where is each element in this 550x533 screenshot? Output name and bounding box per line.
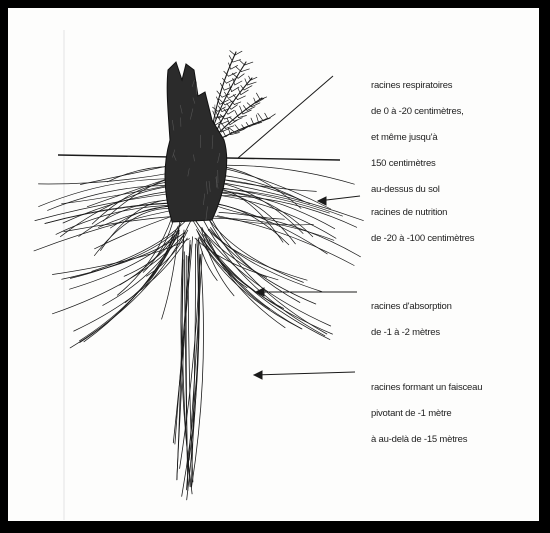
frond-leaflet [268,114,275,119]
absorption-root [208,218,327,334]
nutrition-root [48,185,181,210]
frond-leaflet [238,96,246,100]
frond-leaflet [221,121,228,124]
label-absorption-line-1: racines d'absorption [371,300,452,313]
absorption-root [194,222,330,340]
pointer-lines [238,76,360,379]
nutrition-root [207,214,314,225]
frond-leaflet [259,119,267,123]
label-nutrition-roots: racines de nutrition de -20 à -100 centi… [371,193,474,258]
frond-leaflet [256,93,260,100]
frond-leaflet [233,60,241,63]
frond-leaflet [230,129,235,133]
nutrition-root [210,194,336,238]
frond-leaflet [232,87,239,92]
label-respiratory-line-4: 150 centimètres [371,157,464,170]
frond-leaflet [222,78,226,83]
absorption-root [80,231,179,341]
absorption-root [52,239,189,275]
nutrition-root [80,165,172,185]
frond-leaflet [249,76,251,80]
label-respiratory-roots: racines respiratoires de 0 à -20 centimè… [371,66,464,209]
absorption-root [204,234,301,328]
label-taproot-roots: racines formant un faisceau pivotant de … [371,368,482,459]
foliage-group [210,51,275,140]
pointer-respiratory [238,76,333,158]
frond-leaflet [239,116,247,118]
nutrition-root [214,165,301,208]
frond-leaflet [236,67,242,72]
arrowhead-taproot [254,371,262,379]
label-taproot-line-2: pivotant de -1 mètre [371,407,482,420]
nutrition-root [214,165,355,184]
trunk-stump [165,62,227,222]
frond-leaflet [265,113,268,119]
frond-leaflet [228,110,234,114]
pointer-taproot [254,372,355,375]
label-nutrition-line-1: racines de nutrition [371,206,474,219]
frond-leaflet [258,113,263,121]
frond-leaflet [241,69,249,72]
frond-leaflet [240,60,245,65]
frond-leaflet [230,51,235,56]
absorption-root [70,232,176,279]
absorption-root [195,238,278,280]
nutrition-root [87,176,175,207]
absorption-root [125,229,179,302]
label-absorption-line-2: de -1 à -2 mètres [371,326,452,339]
absorption-root [201,236,333,334]
label-taproot-line-1: racines formant un faisceau [371,381,482,394]
frond-leaflet [235,81,242,85]
label-nutrition-line-2: de -20 à -100 centimètres [371,232,474,245]
nutrition-root [38,172,175,184]
frond-leaflet [256,115,258,123]
label-taproot-line-3: à au-delà de -15 mètres [371,433,482,446]
label-respiratory-line-2: de 0 à -20 centimètres, [371,105,464,118]
label-respiratory-line-3: et même jusqu'à [371,131,464,144]
frond-leaflet [226,126,234,129]
label-absorption-roots: racines d'absorption de -1 à -2 mètres [371,287,452,352]
frond-leaflet [231,105,237,110]
label-respiratory-line-1: racines respiratoires [371,79,464,92]
frond-leaflet [234,102,240,105]
nutrition-root [219,182,364,221]
arrowhead-nutrition [318,197,326,205]
frond-leaflet [238,74,244,79]
frond-leaflet [235,125,240,131]
absorption-root [204,221,325,336]
absorption-root [84,216,184,342]
